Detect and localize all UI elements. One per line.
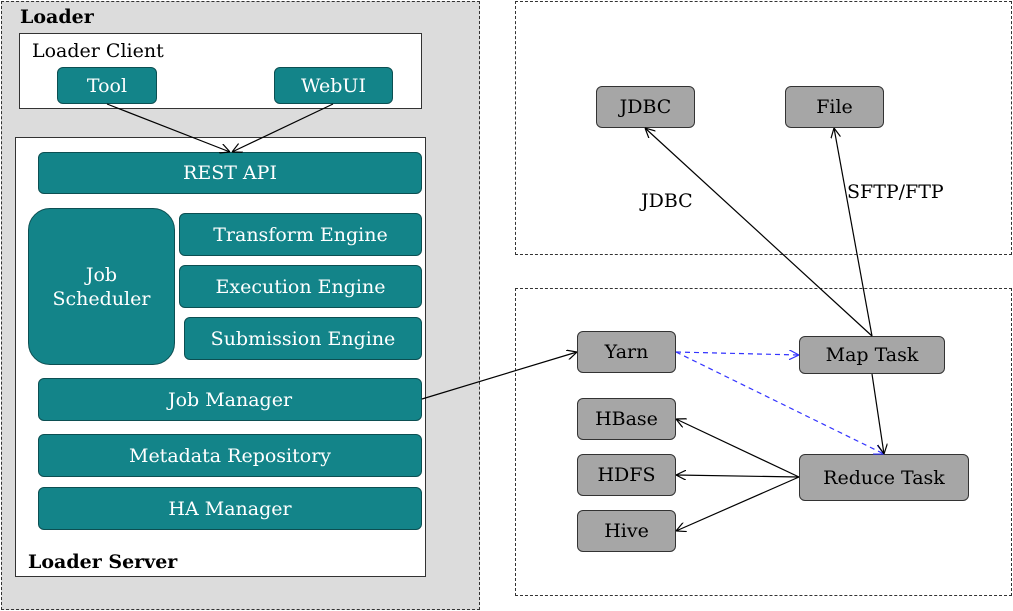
transform-engine-box: Transform Engine [179,213,422,256]
submission-engine-box: Submission Engine [184,317,422,360]
reduce-task-node: Reduce Task [799,454,969,501]
edge-yarn-to-map-task [675,352,799,355]
edge-tool-to-rest-api [106,103,230,152]
webui-box: WebUI [274,67,393,104]
edge-webui-to-rest-api [232,103,334,152]
edge-reduce-task-to-hive [676,476,800,531]
job-manager-box: Job Manager [38,378,422,421]
edge-reduce-task-to-hdfs [676,475,800,477]
file-node: File [785,86,884,128]
edge-reduce-task-to-hbase [676,419,800,478]
loader-title: Loader [20,6,94,28]
metadata-repository-box: Metadata Repository [38,434,422,477]
job-scheduler-box: Job Scheduler [28,208,175,365]
execution-engine-box: Execution Engine [179,265,422,308]
yarn-node: Yarn [577,331,676,373]
hdfs-node: HDFS [577,454,676,496]
sftp-edge-label: SFTP/FTP [847,181,944,203]
tool-box: Tool [57,67,157,104]
external-sources-panel [515,1,1012,255]
loader-client-title: Loader Client [32,40,164,62]
edge-yarn-to-reduce-task [675,351,884,454]
edge-map-task-to-file [834,128,873,337]
jdbc-node: JDBC [596,86,695,128]
hbase-node: HBase [577,398,676,440]
edge-map-task-to-reduce-task [871,373,884,454]
map-task-node: Map Task [799,336,945,374]
rest-api-box: REST API [38,152,422,194]
edge-job-manager-to-yarn [421,352,577,400]
ha-manager-box: HA Manager [38,487,422,530]
hive-node: Hive [577,510,676,552]
loader-server-title: Loader Server [28,551,178,573]
jdbc-edge-label: JDBC [641,190,693,212]
edge-map-task-to-jdbc [645,128,873,337]
